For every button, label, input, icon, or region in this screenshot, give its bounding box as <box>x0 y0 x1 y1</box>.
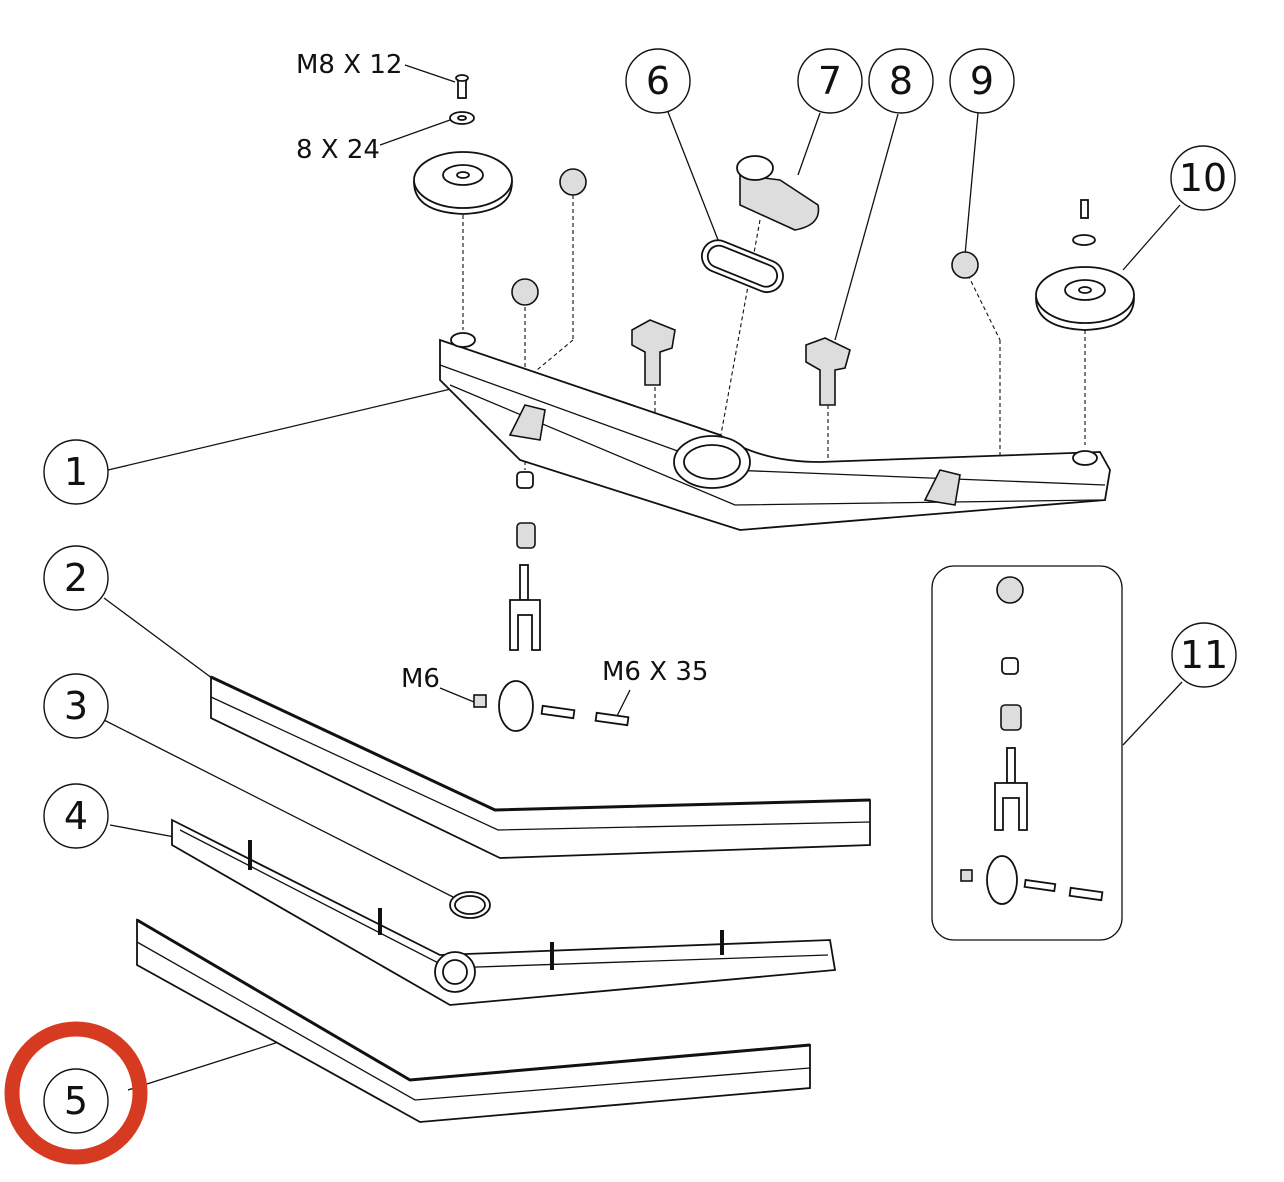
caster-assembly <box>473 471 630 732</box>
top-hardware <box>413 74 1135 406</box>
callout-7: 7 <box>797 48 863 114</box>
callout-3: 3 <box>43 673 109 739</box>
callout-6: 6 <box>625 48 691 114</box>
callout-5: 5 <box>43 1068 109 1134</box>
detail-box-part-11 <box>931 565 1123 941</box>
callout-8: 8 <box>868 48 934 114</box>
label-screw-m8x12: M8 X 12 <box>296 50 402 80</box>
callout-10: 10 <box>1170 145 1236 211</box>
squeegee-blade-part-5 <box>136 918 811 1123</box>
callout-1: 1 <box>43 439 109 505</box>
callout-4: 4 <box>43 783 109 849</box>
svg-text:4: 4 <box>64 794 88 838</box>
o-ring-part-3 <box>449 891 491 919</box>
svg-text:10: 10 <box>1179 156 1227 200</box>
highlight-ring <box>4 1021 148 1165</box>
frame-part-1 <box>439 332 1111 531</box>
svg-text:6: 6 <box>646 59 670 103</box>
callout-2: 2 <box>43 545 109 611</box>
svg-text:9: 9 <box>970 59 994 103</box>
label-washer-8x24: 8 X 24 <box>296 135 380 165</box>
svg-text:3: 3 <box>64 684 88 728</box>
squeegee-blade-part-2 <box>210 675 871 859</box>
label-bolt-m6x35: M6 X 35 <box>602 657 708 687</box>
blade-holder-part-4 <box>171 818 837 1006</box>
hardware-labels: M8 X 12 8 X 24 M6 M6 X 35 <box>296 50 708 694</box>
svg-text:1: 1 <box>64 450 88 494</box>
svg-text:5: 5 <box>64 1079 88 1123</box>
callout-9: 9 <box>949 48 1015 114</box>
svg-text:8: 8 <box>889 59 913 103</box>
svg-text:7: 7 <box>818 59 842 103</box>
callout-11: 11 <box>1171 622 1237 688</box>
leader-lines <box>103 64 1183 1091</box>
svg-text:2: 2 <box>64 556 88 600</box>
svg-text:11: 11 <box>1180 633 1228 677</box>
label-nut-m6: M6 <box>401 664 440 694</box>
